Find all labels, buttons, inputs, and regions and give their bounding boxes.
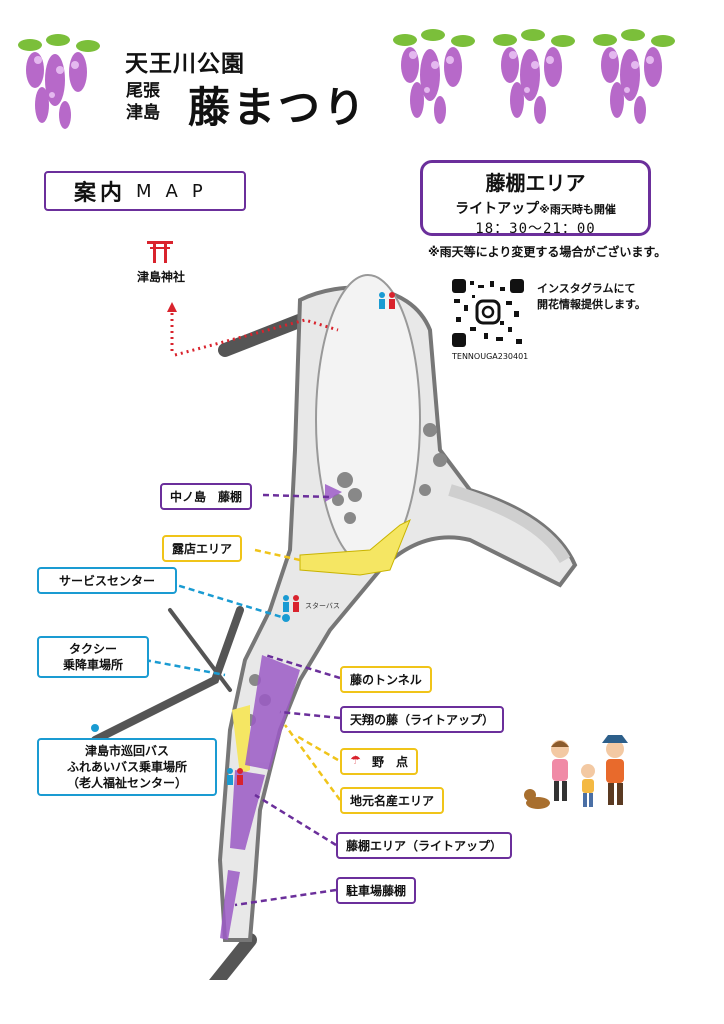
label-taxi: タクシー 乗降車場所 [37,636,149,678]
guide-title-map: MAP [136,180,217,202]
label-bus-3: （老人福祉センター） [66,776,187,790]
umbrella-icon: ☂ [350,753,361,767]
qr-code[interactable] [450,277,526,349]
label-noten: ☂ 野 点 [340,748,419,775]
restroom-icon-3 [227,768,243,785]
bus-stop-marker [91,724,99,732]
guide-title-kanji: 案内 [74,181,127,206]
label-tunnel: 藤のトンネル [340,666,432,693]
restroom-icon-2 [283,595,299,612]
family-illustration [524,735,628,809]
label-bus-2: ふれあいバス乗車場所 [66,760,187,774]
local-area [232,705,250,775]
stall-area [299,518,411,576]
route-to-shrine [174,318,339,357]
park-map: スターバス [91,274,578,980]
label-bus-stop: 津島市巡回バス ふれあいバス乗車場所 （老人福祉センター） [37,738,217,796]
qr-caption: TENNOUGA230401 [452,352,529,361]
change-note: ※雨天等により変更する場合がございます。 [428,245,667,259]
label-taxi-2: 乗降車場所 [62,658,123,672]
pond [315,274,421,566]
label-trellis-area: 藤棚エリア（ライトアップ） [336,832,513,859]
trellis-areas [220,484,342,940]
wisteria-decoration [18,29,675,129]
instagram-line-1: インスタグラムにて [537,282,636,295]
park-name: 天王川公園 [125,51,245,77]
label-bus-1: 津島市巡回バス [84,744,169,758]
label-local-products: 地元名産エリア [340,787,445,814]
city-name: 尾張 津島 [126,80,160,124]
lightup-line: ライトアップ※雨天時も開催 [423,198,648,218]
torii-icon [147,241,173,263]
city-line-2: 津島 [126,103,160,123]
leader-lines [144,493,342,907]
guide-map-banner: 案内 MAP [44,171,246,211]
park-outline [217,285,578,942]
label-service-center: サービスセンター [37,567,177,594]
instagram-note: インスタグラムにて 開花情報提供します。 [537,281,646,313]
shrine-label: 津島神社 [137,270,186,284]
star-bath-label: スターバス [305,601,340,610]
instagram-line-2: 開花情報提供します。 [537,298,646,311]
label-parking-trellis: 駐車場藤棚 [336,877,417,904]
festival-title: 藤まつり [188,83,369,132]
info-box-title: 藤棚エリア [485,171,586,195]
label-tensho: 天翔の藤（ライトアップ） [340,706,505,733]
lightup-hours: 18：30〜21：00 [475,221,596,237]
label-taxi-1: タクシー [68,642,117,656]
trellis-info-box: 藤棚エリア ライトアップ※雨天時も開催 18：30〜21：00 [420,160,651,237]
service-center-marker [282,614,290,622]
label-stalls: 露店エリア [162,535,243,562]
rain-note: ※雨天時も開催 [539,203,616,216]
restroom-icon [379,292,395,309]
label-nakanoshima: 中ノ島 藤棚 [160,483,253,510]
label-noten-text: 野 点 [372,755,409,769]
city-line-1: 尾張 [126,81,160,101]
lightup-label: ライトアップ [455,201,540,217]
